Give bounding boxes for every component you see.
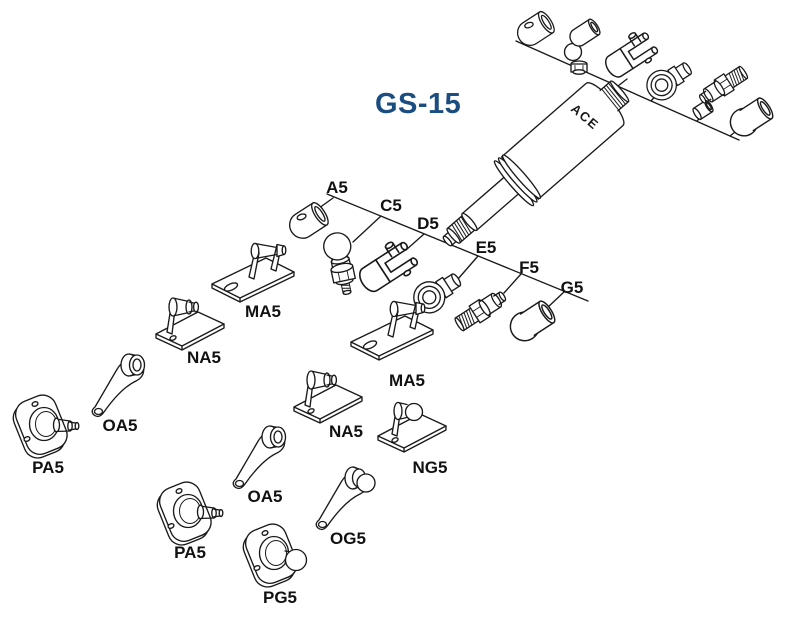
part-na5-left-pin-bracket — [155, 297, 225, 351]
label-oa5-left: OA5 — [103, 416, 138, 435]
part-body-threaded-stud — [695, 62, 751, 109]
part-ng5-ball-bracket — [377, 401, 447, 453]
label-e5: E5 — [476, 238, 497, 257]
part-pg5-ball-flange — [237, 519, 308, 592]
body-accessory-guide-line — [515, 40, 740, 141]
label-pg5: PG5 — [263, 588, 297, 607]
part-d5-clevis-fork — [350, 234, 422, 300]
label-og5: OG5 — [330, 529, 366, 548]
part-og5-ball-lever — [315, 466, 376, 531]
label-pa5-left: PA5 — [32, 458, 64, 477]
part-f5-threaded-stud — [451, 286, 511, 335]
page-title: GS-15 — [375, 88, 461, 120]
part-labels: A5 C5 D5 E5 F5 G5 MA5 NA5 OA5 PA5 MA5 NA… — [32, 178, 583, 607]
label-a5: A5 — [326, 178, 348, 197]
label-pa5-mid: PA5 — [174, 543, 206, 562]
part-body-eyelet-sleeve — [512, 8, 558, 51]
label-f5: F5 — [519, 258, 539, 277]
label-c5: C5 — [380, 196, 402, 215]
label-na5-mid: NA5 — [329, 422, 363, 441]
part-pa5-left-flange-mount — [7, 390, 80, 463]
label-d5: D5 — [417, 214, 439, 233]
label-ma5-mid: MA5 — [389, 371, 425, 390]
label-oa5-mid: OA5 — [248, 487, 283, 506]
part-oa5-mid-lever-arm — [232, 425, 287, 490]
rod-accessory-leader-lines — [314, 197, 565, 309]
rod-accessory-guide-line — [326, 193, 589, 302]
part-oa5-left-lever-arm — [91, 353, 146, 418]
label-na5-left: NA5 — [187, 348, 221, 367]
part-body-angled-ball-socket — [563, 18, 601, 75]
part-a5-eyelet-sleeve — [284, 199, 332, 244]
label-g5: G5 — [561, 278, 584, 297]
part-pa5-mid-flange-mount — [151, 477, 224, 550]
part-ma5-left-clevis-bracket — [211, 242, 295, 303]
label-ma5-left: MA5 — [245, 302, 281, 321]
gas-spring-cylinder — [442, 80, 630, 247]
part-ma5-mid-clevis-bracket — [350, 300, 434, 361]
label-ng5: NG5 — [413, 458, 448, 477]
part-na5-mid-pin-bracket — [293, 370, 363, 424]
